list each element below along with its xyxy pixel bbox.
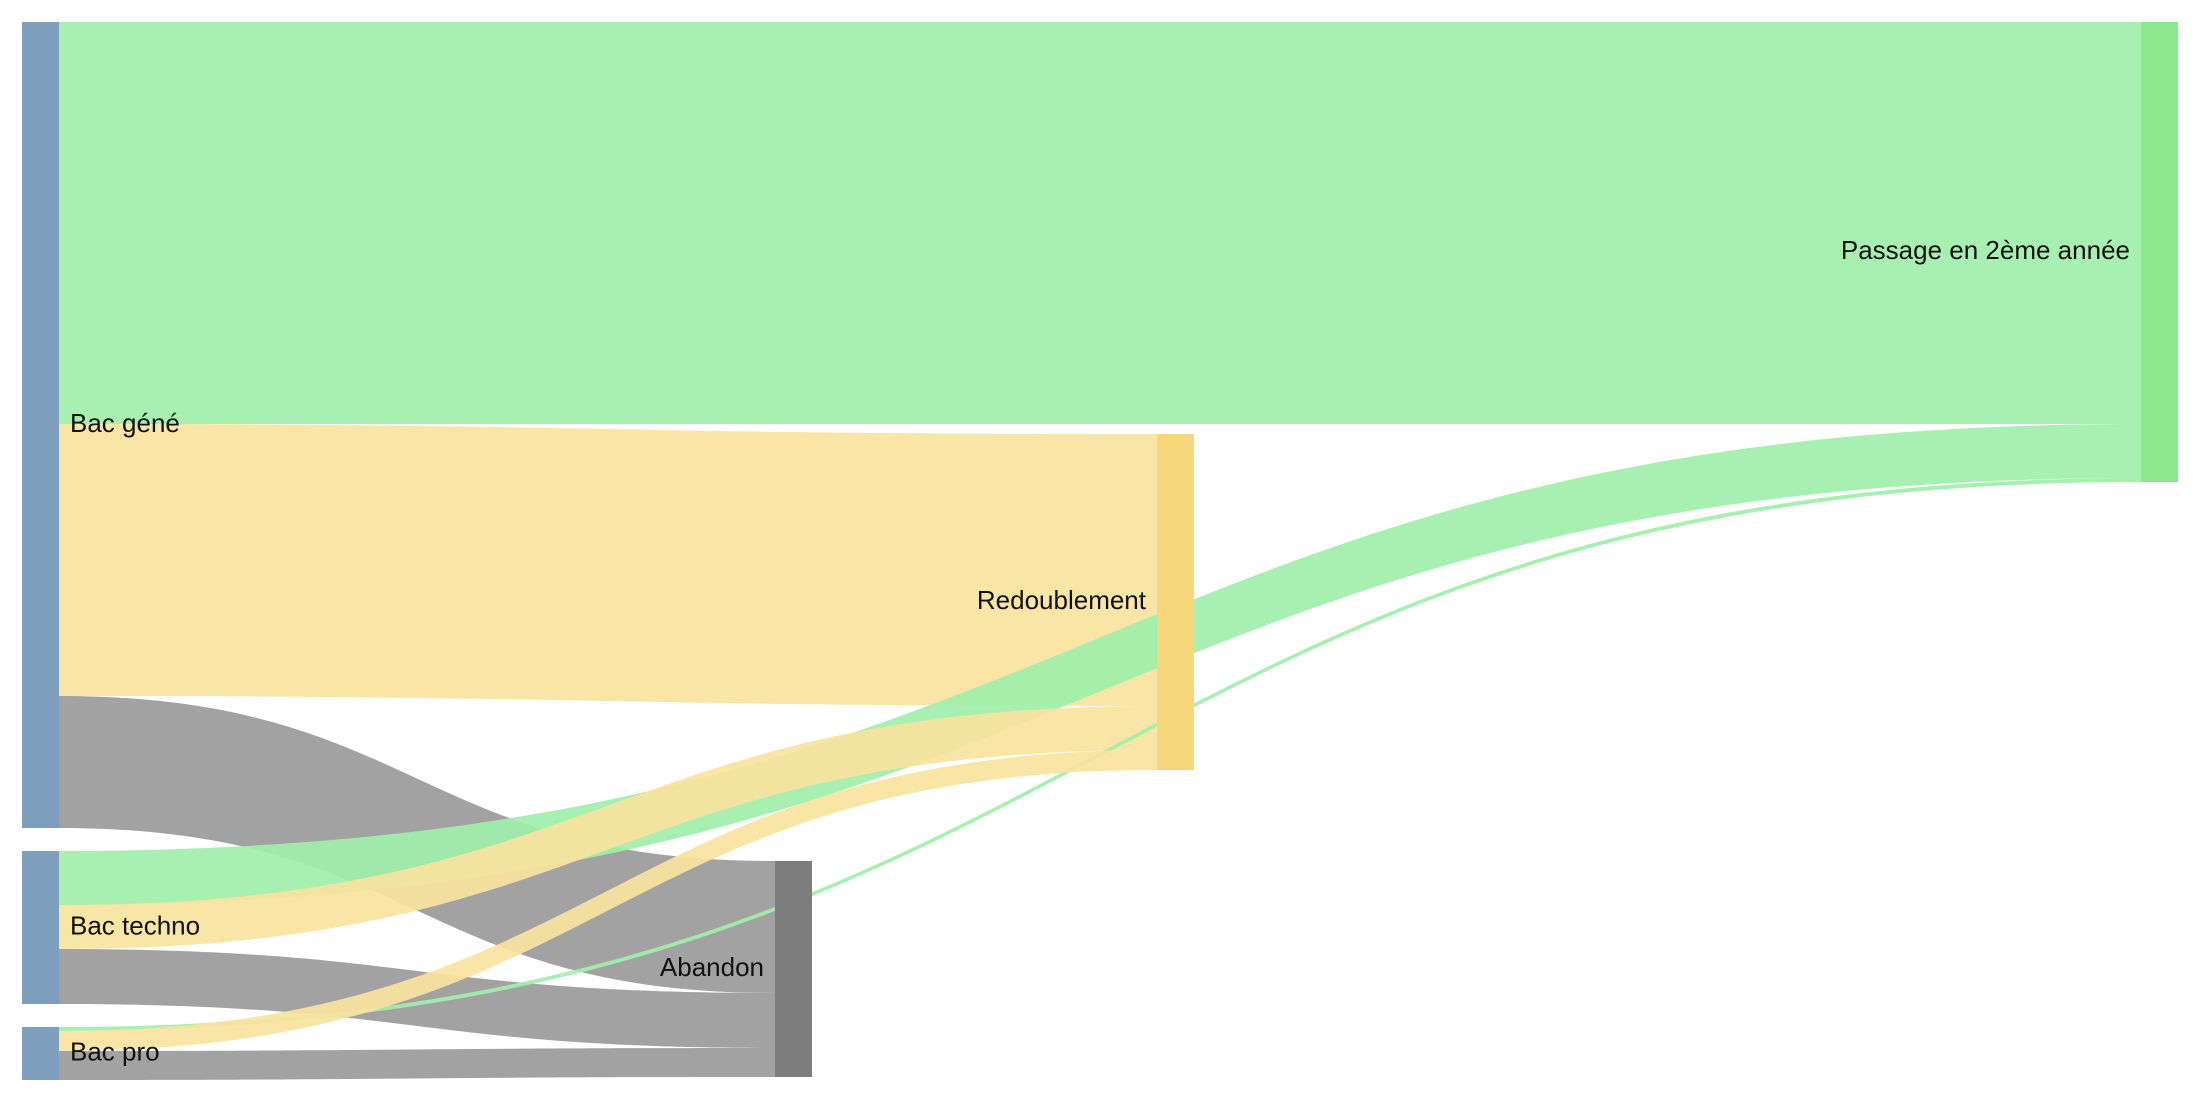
nodes-layer bbox=[22, 22, 2178, 1080]
flow-bac_techno-to-redoublement bbox=[59, 706, 1157, 949]
flow-bac_gene-to-passage bbox=[59, 22, 2141, 424]
label-bac_pro: Bac pro bbox=[70, 1036, 160, 1066]
label-passage: Passage en 2ème année bbox=[1841, 235, 2130, 265]
flow-bac_pro-to-abandon bbox=[59, 1048, 775, 1080]
flow-bac_gene-to-redoublement bbox=[59, 424, 1157, 706]
label-abandon: Abandon bbox=[660, 952, 764, 982]
node-passage bbox=[2141, 22, 2178, 482]
label-bac_techno: Bac techno bbox=[70, 910, 200, 940]
node-bac_pro bbox=[22, 1027, 59, 1080]
flow-bac_techno-to-passage bbox=[59, 424, 2141, 905]
flow-bac_techno-to-abandon bbox=[59, 949, 775, 1048]
node-bac_gene bbox=[22, 22, 59, 828]
flows-layer bbox=[59, 22, 2141, 1080]
node-redoublement bbox=[1157, 434, 1194, 770]
node-abandon bbox=[775, 861, 812, 1077]
node-bac_techno bbox=[22, 851, 59, 1004]
flow-bac_pro-to-redoublement bbox=[59, 750, 1157, 1051]
label-bac_gene: Bac géné bbox=[70, 408, 180, 438]
label-redoublement: Redoublement bbox=[977, 585, 1147, 615]
